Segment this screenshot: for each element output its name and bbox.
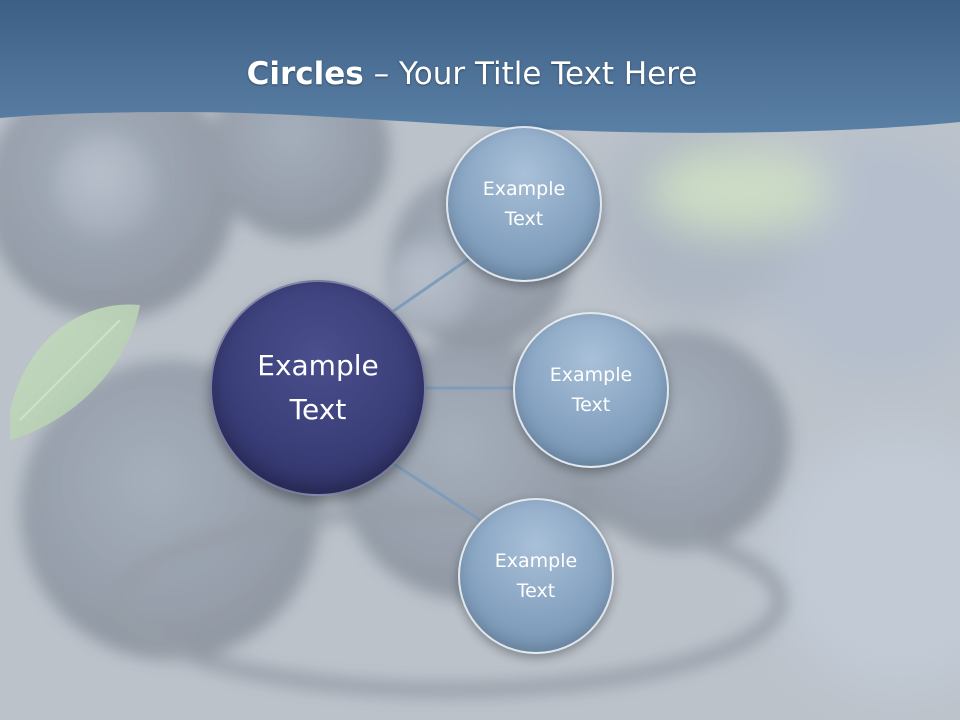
center-circle-label-line1: Example <box>257 349 379 382</box>
circle-node-middle: Example Text <box>513 312 669 468</box>
circle-node-label-line2: Text <box>571 394 611 416</box>
circle-node-label-line2: Text <box>504 208 544 230</box>
circle-node-label-line1: Example <box>494 550 578 572</box>
connector-line-top <box>391 256 471 314</box>
connector-line-bottom <box>393 462 481 522</box>
circle-node-label-line2: Text <box>516 580 556 602</box>
slide-title: Circles – Your Title Text Here <box>0 50 944 98</box>
circle-node-top: Example Text <box>446 126 602 282</box>
title-text: – Your Title Text Here <box>363 56 698 92</box>
header-band <box>0 0 960 133</box>
circle-node-label-line1: Example <box>549 364 633 386</box>
center-circle: Example Text <box>210 280 426 496</box>
circle-node-label-line1: Example <box>482 178 566 200</box>
circle-node-bottom: Example Text <box>458 498 614 654</box>
title-bold: Circles <box>246 56 364 92</box>
center-circle-label-line2: Text <box>289 393 347 426</box>
